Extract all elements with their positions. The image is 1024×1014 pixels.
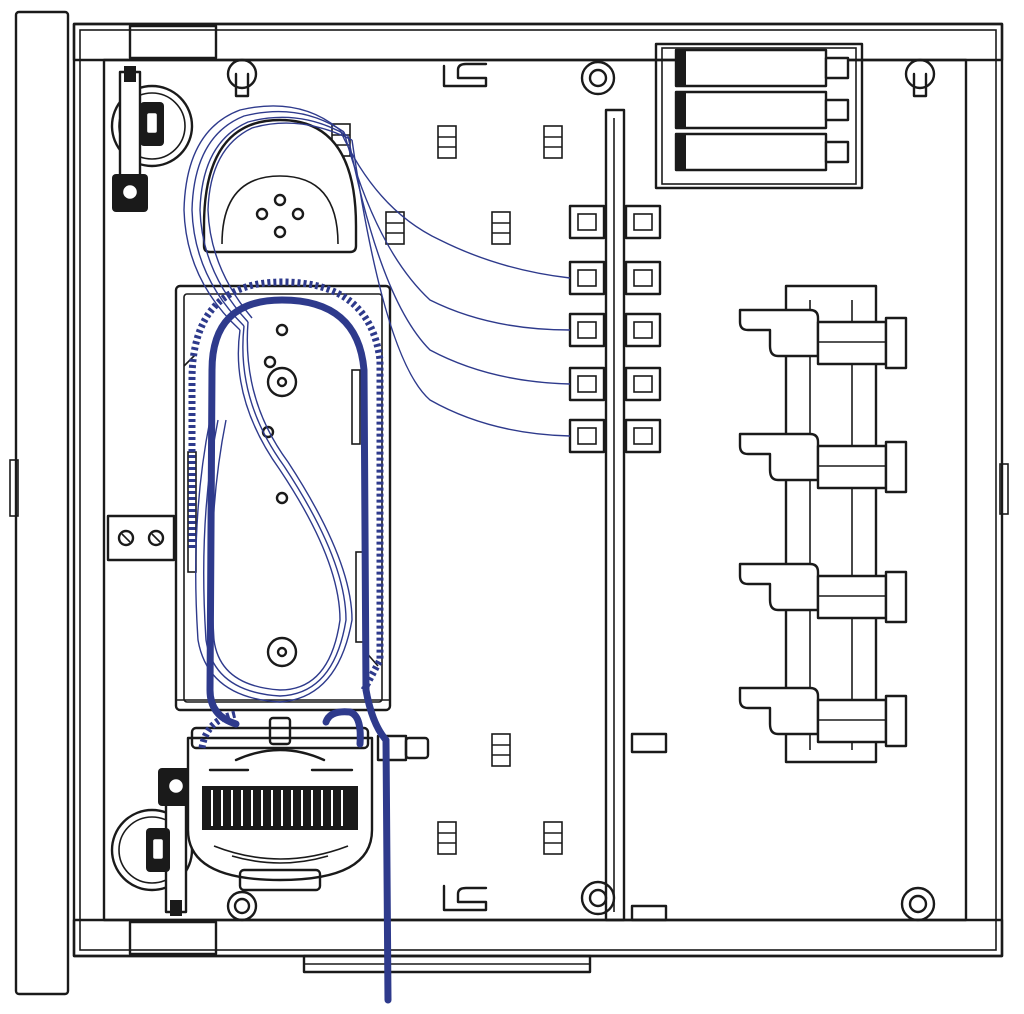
drop-cable-bracket (738, 284, 908, 764)
cable-splitter-loop (322, 708, 364, 748)
cable-dashed-tail (198, 710, 237, 749)
cable-dashed-loop (188, 278, 384, 692)
clamp-bracket-back (784, 284, 878, 764)
drop-cable-clamp (738, 562, 908, 624)
plc-splitter-stack (654, 42, 864, 190)
sc-adapter (568, 418, 662, 454)
sc-adapter (568, 312, 662, 348)
splitter-module (186, 716, 430, 892)
enclosure-body (9, 10, 1009, 996)
mounting-plate (102, 58, 968, 922)
fiber-line (343, 131, 571, 331)
fiber-line (351, 139, 571, 437)
sc-adapter (568, 260, 662, 296)
plc-splitter (674, 90, 850, 130)
plc-splitter (674, 48, 850, 88)
tie-slot (543, 821, 563, 855)
tie-slot (543, 125, 563, 159)
cable-clamp-bottom-left (110, 768, 194, 916)
enclosure-outer-wall-inner-edge (79, 29, 997, 951)
splitter-ports (202, 786, 358, 830)
top-latch-plate (128, 24, 218, 60)
fiber-line (347, 135, 571, 385)
hook-bracket-top (442, 62, 488, 88)
tie-slot (437, 821, 457, 855)
drop-cable-clamp (738, 308, 908, 370)
sc-adapters (568, 204, 662, 454)
fiber-line (339, 129, 571, 279)
tie-slot (385, 211, 405, 245)
cable-clamp-top-left (110, 66, 194, 212)
door-frame-left (14, 10, 70, 996)
screw-top-center (580, 60, 616, 96)
screw-bottom-right (900, 886, 936, 922)
adapter-panel-rail (604, 108, 668, 922)
drop-cable-clamp (738, 686, 908, 748)
sc-adapter (568, 366, 662, 402)
plc-splitter (674, 132, 850, 172)
feeder-cable (188, 278, 392, 1004)
tray-hub-bottom (266, 636, 298, 668)
bottom-latch-plate (128, 920, 218, 956)
sc-adapter (568, 204, 662, 240)
tie-slot (491, 211, 511, 245)
screw-bottom-left (226, 890, 258, 922)
right-hinge (999, 463, 1009, 515)
side-bracket-left (106, 514, 176, 562)
tie-slots (331, 123, 563, 855)
drop-cable-clamp (738, 432, 908, 494)
keyhole-top-left (226, 58, 258, 98)
rail-clip-bottom (630, 904, 668, 922)
tray-hub-top (266, 366, 298, 398)
tie-slot (491, 733, 511, 767)
keyhole-top-right (904, 58, 936, 98)
tie-slot (437, 125, 457, 159)
fiber-bend-guide (202, 118, 358, 254)
door-hinge-left (9, 459, 19, 517)
cable-main-loop (206, 296, 392, 1004)
rail-clip (630, 732, 668, 754)
screw-bottom-center (580, 880, 616, 916)
hook-bracket-bottom (442, 884, 488, 912)
